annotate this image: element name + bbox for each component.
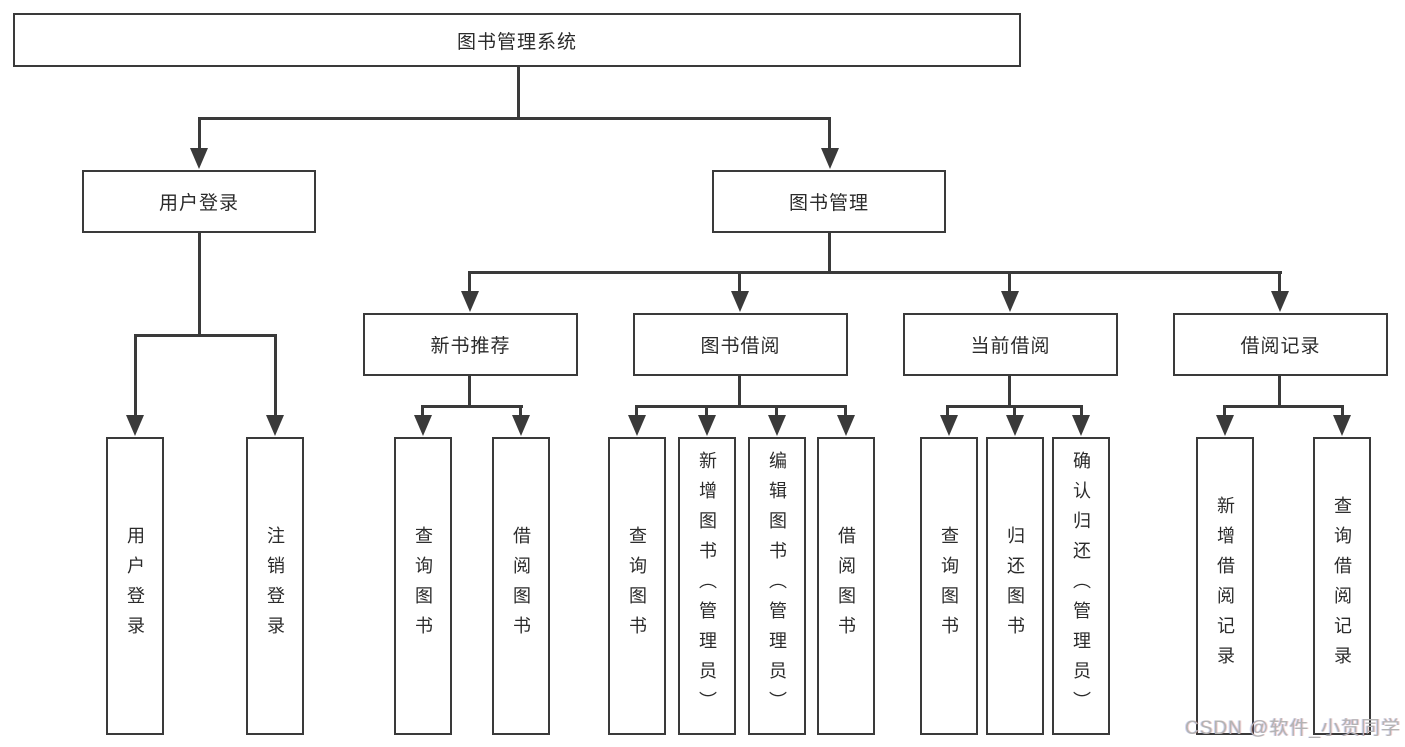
- arrowhead-down-icon: [628, 415, 646, 436]
- node-borrowing-records: 借阅记录: [1173, 313, 1388, 376]
- csdn-watermark: CSDN @软件_小贺同学: [1185, 718, 1401, 739]
- connector-line: [775, 405, 778, 419]
- node-label: 用户登录: [158, 193, 239, 214]
- node-label: 新增图书（管理员）: [697, 451, 717, 721]
- arrowhead-down-icon: [821, 148, 839, 169]
- connector-line: [468, 271, 471, 293]
- node-label: 查询借阅记录: [1332, 496, 1352, 676]
- connector-line: [828, 117, 831, 151]
- connector-line: [421, 405, 523, 408]
- connector-line: [468, 375, 471, 407]
- node-label: 用户登录: [125, 526, 145, 646]
- node-return-books: 归还图书: [986, 437, 1044, 735]
- node-label: 图书管理系统: [456, 31, 577, 53]
- connector-line: [134, 334, 277, 337]
- arrowhead-down-icon: [126, 415, 144, 436]
- node-library-management-system: 图书管理系统: [13, 13, 1021, 67]
- connector-line: [469, 271, 1282, 274]
- connector-line: [635, 405, 847, 408]
- node-label: 新增借阅记录: [1215, 496, 1235, 676]
- connector-line: [519, 405, 522, 419]
- connector-line: [1223, 405, 1344, 408]
- connector-line: [1341, 405, 1344, 419]
- node-label: 编辑图书（管理员）: [767, 451, 787, 721]
- node-query-books-recommend: 查询图书: [394, 437, 452, 735]
- connector-line: [946, 405, 949, 419]
- node-label: 查询图书: [627, 526, 647, 646]
- node-user-login-leaf: 用户登录: [106, 437, 164, 735]
- node-book-borrowing: 图书借阅: [633, 313, 848, 376]
- arrowhead-down-icon: [1001, 291, 1019, 312]
- connector-line: [198, 117, 831, 120]
- connector-line: [1080, 405, 1083, 419]
- node-label: 查询图书: [413, 526, 433, 646]
- arrowhead-down-icon: [1072, 415, 1090, 436]
- arrowhead-down-icon: [1006, 415, 1024, 436]
- connector-line: [198, 117, 201, 151]
- connector-line: [1278, 375, 1281, 407]
- node-add-books-admin: 新增图书（管理员）: [678, 437, 736, 735]
- connector-line: [705, 405, 708, 419]
- node-label: 图书管理: [788, 193, 869, 214]
- node-user-login: 用户登录: [82, 170, 316, 233]
- node-query-borrow-record: 查询借阅记录: [1313, 437, 1371, 735]
- node-borrow-books: 借阅图书: [817, 437, 875, 735]
- node-query-books-current: 查询图书: [920, 437, 978, 735]
- arrowhead-down-icon: [461, 291, 479, 312]
- connector-line: [274, 334, 277, 415]
- arrowhead-down-icon: [768, 415, 786, 436]
- node-label: 查询图书: [939, 526, 959, 646]
- arrowhead-down-icon: [512, 415, 530, 436]
- node-label: 新书推荐: [430, 336, 511, 357]
- arrowhead-down-icon: [698, 415, 716, 436]
- node-query-books-borrowing: 查询图书: [608, 437, 666, 735]
- node-logout: 注销登录: [246, 437, 304, 735]
- arrowhead-down-icon: [266, 415, 284, 436]
- node-label: 借阅记录: [1240, 336, 1321, 357]
- arrowhead-down-icon: [414, 415, 432, 436]
- node-new-book-recommend: 新书推荐: [363, 313, 578, 376]
- connector-line: [421, 405, 424, 419]
- connector-line: [635, 405, 638, 419]
- connector-line: [517, 67, 520, 119]
- node-label: 归还图书: [1005, 526, 1025, 646]
- node-label: 确认归还（管理员）: [1071, 451, 1091, 721]
- connector-line: [198, 233, 201, 336]
- connector-line: [1278, 271, 1281, 293]
- connector-line: [134, 334, 137, 415]
- node-add-borrow-record: 新增借阅记录: [1196, 437, 1254, 735]
- connector-line: [1008, 375, 1011, 407]
- node-book-management: 图书管理: [712, 170, 946, 233]
- node-edit-books-admin: 编辑图书（管理员）: [748, 437, 806, 735]
- node-label: 借阅图书: [511, 526, 531, 646]
- connector-line: [828, 233, 831, 273]
- connector-line: [1008, 271, 1011, 293]
- node-label: 图书借阅: [700, 336, 781, 357]
- arrowhead-down-icon: [1271, 291, 1289, 312]
- node-borrow-books-recommend: 借阅图书: [492, 437, 550, 735]
- arrowhead-down-icon: [1333, 415, 1351, 436]
- connector-line: [844, 405, 847, 419]
- arrowhead-down-icon: [837, 415, 855, 436]
- connector-line: [738, 271, 741, 293]
- arrowhead-down-icon: [1216, 415, 1234, 436]
- node-confirm-return-admin: 确认归还（管理员）: [1052, 437, 1110, 735]
- node-label: 借阅图书: [836, 526, 856, 646]
- arrowhead-down-icon: [940, 415, 958, 436]
- node-label: 当前借阅: [970, 336, 1051, 357]
- connector-line: [1223, 405, 1226, 419]
- node-current-borrowing: 当前借阅: [903, 313, 1118, 376]
- node-label: 注销登录: [265, 526, 285, 646]
- arrowhead-down-icon: [190, 148, 208, 169]
- connector-line: [738, 375, 741, 407]
- arrowhead-down-icon: [731, 291, 749, 312]
- connector-line: [1013, 405, 1016, 419]
